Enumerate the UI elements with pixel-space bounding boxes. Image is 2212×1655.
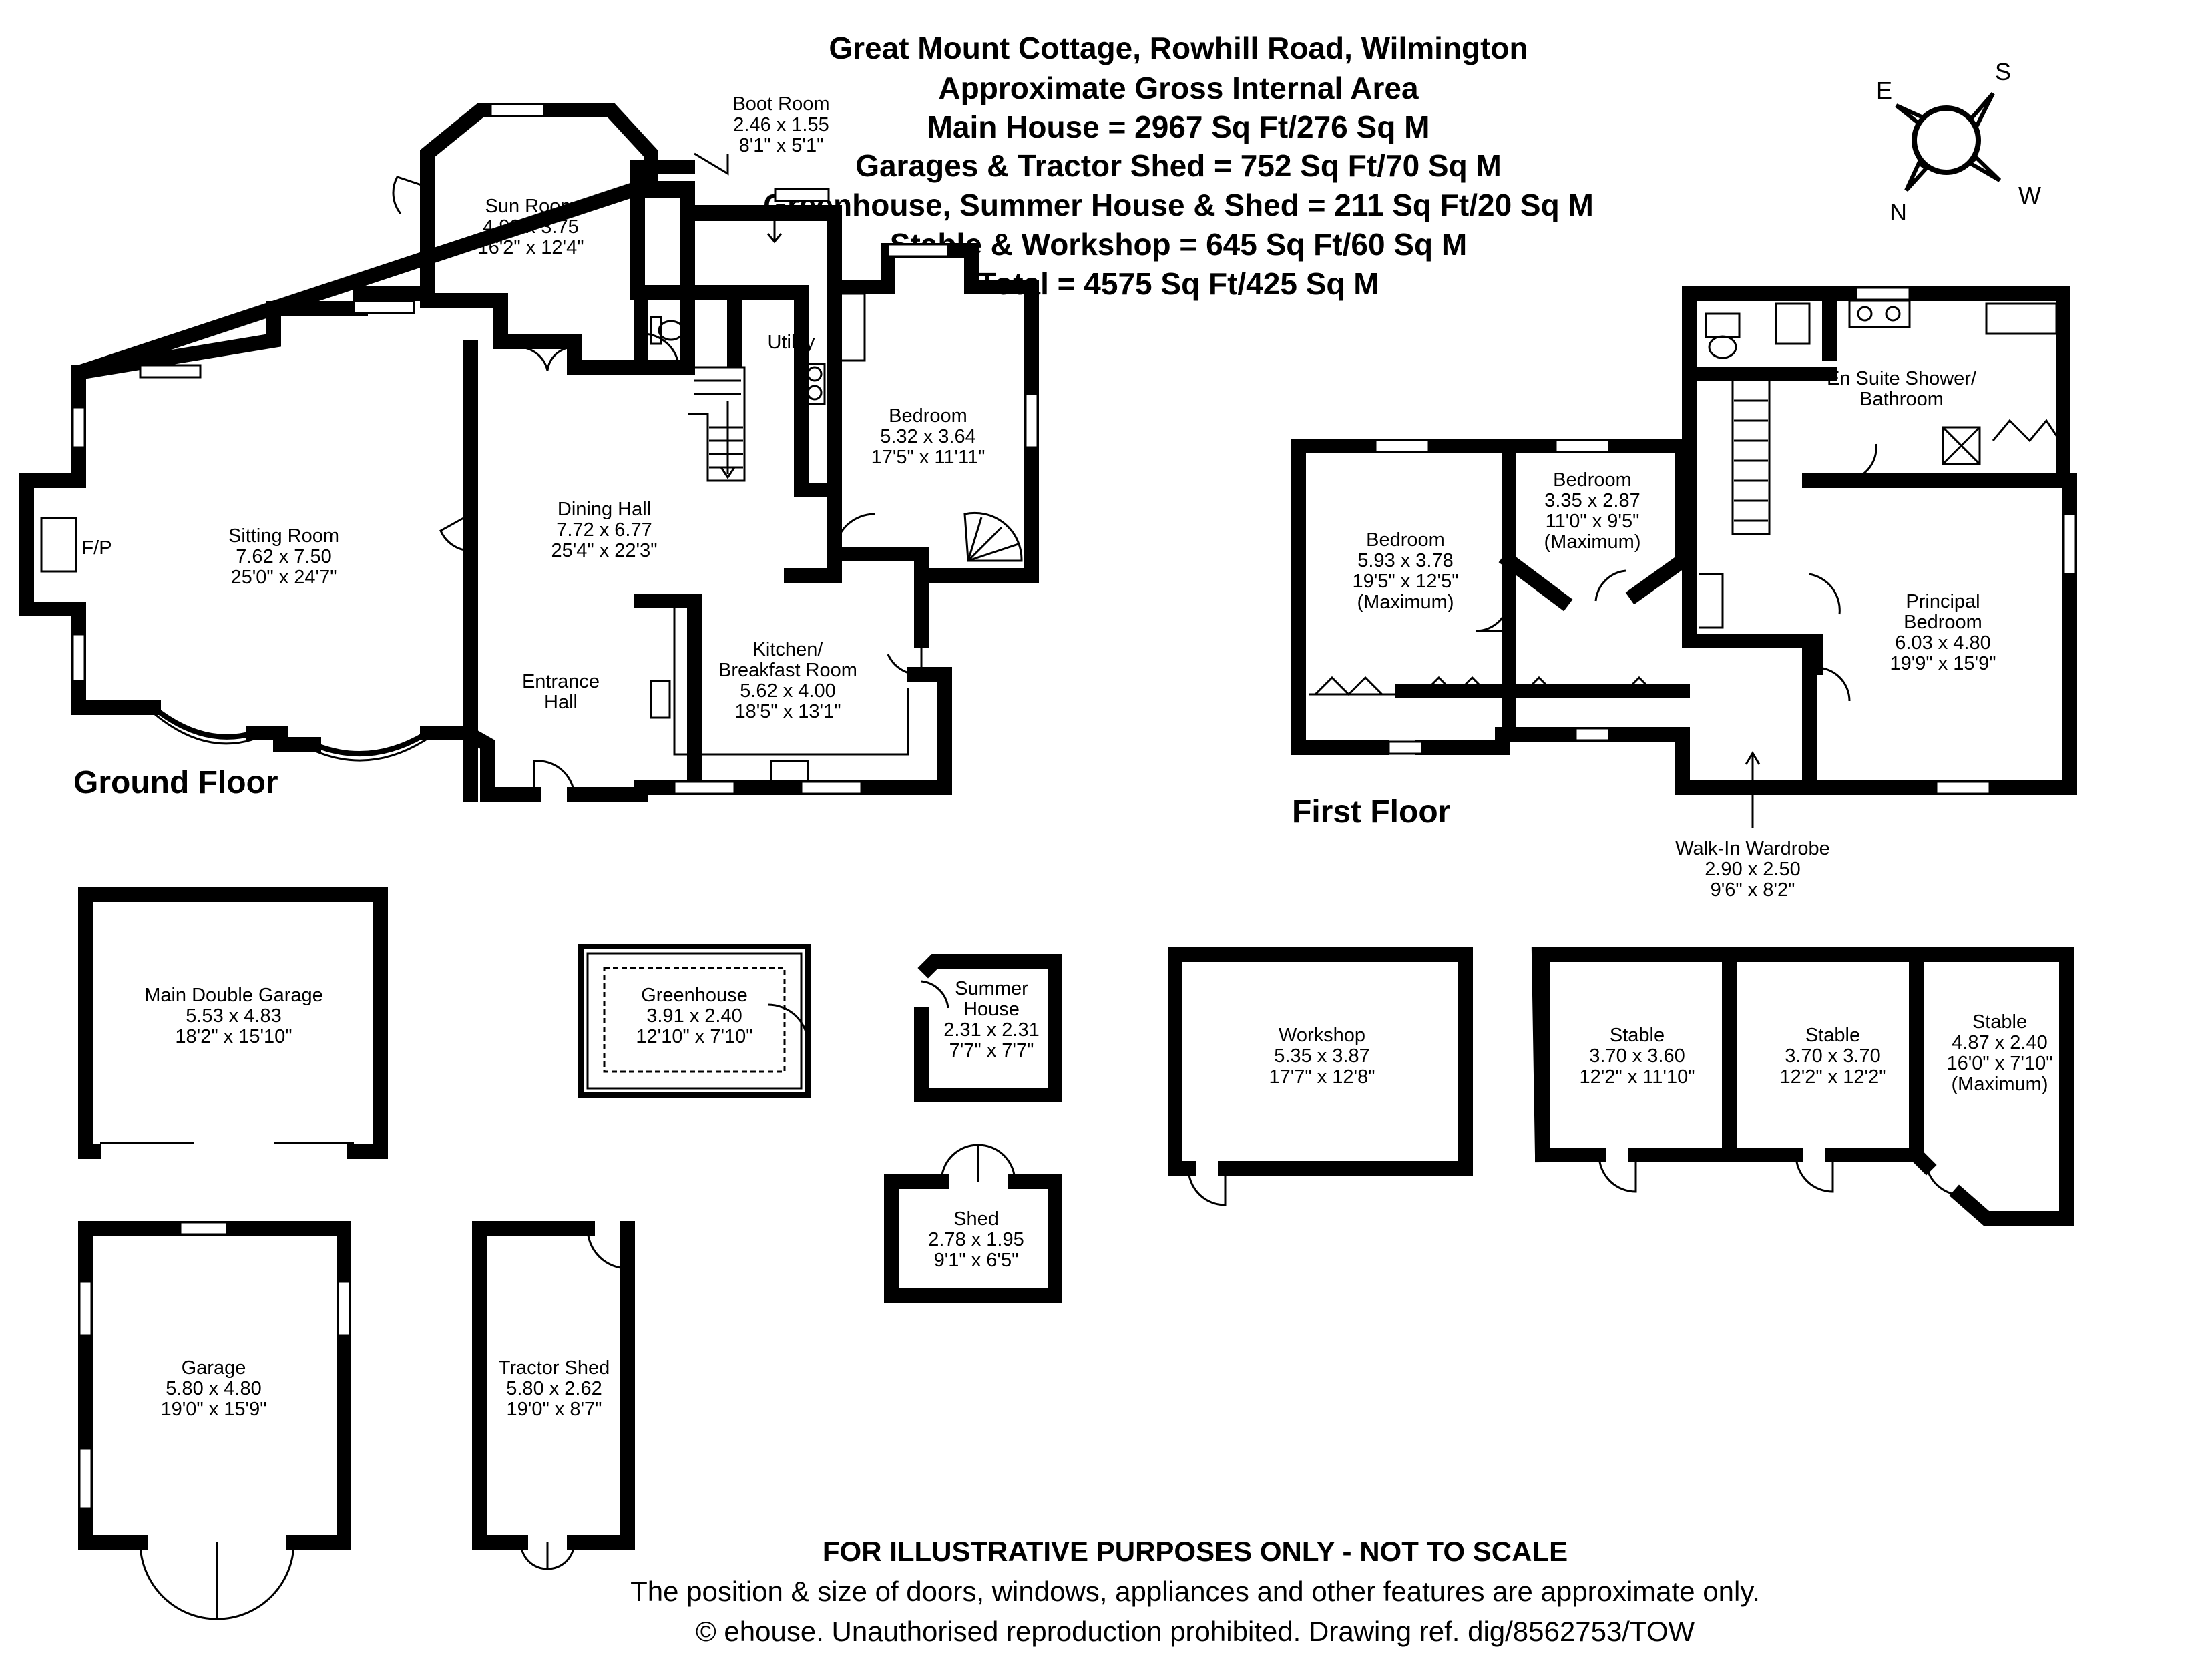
compass-north: N <box>1890 198 1907 226</box>
room-dim: (Maximum) <box>1952 1074 2048 1095</box>
ground-floor-labels: Boot Room 2.46 x 1.55 8'1" x 5'1" Sun Ro… <box>73 93 985 800</box>
room-dim: (Maximum) <box>1544 531 1641 553</box>
room-label: Greenhouse <box>641 985 748 1006</box>
compass-south: S <box>1995 58 2011 85</box>
first-floor-labels: En Suite Shower/ Bathroom Bedroom 3.35 x… <box>1292 368 1996 901</box>
room-dim: 5.53 x 4.83 <box>186 1005 282 1027</box>
disclaimer-title: FOR ILLUSTRATIVE PURPOSES ONLY - NOT TO … <box>823 1535 1568 1567</box>
room-dim: 18'5" x 13'1" <box>734 701 841 722</box>
compass-west: W <box>2018 182 2041 209</box>
room-dim: 5.32 x 3.64 <box>880 426 976 447</box>
disclaimer: FOR ILLUSTRATIVE PURPOSES ONLY - NOT TO … <box>630 1535 1760 1647</box>
room-dim: 7.72 x 6.77 <box>556 519 652 541</box>
room-dim: 5.80 x 2.62 <box>506 1378 602 1399</box>
header-line: Great Mount Cottage, Rowhill Road, Wilmi… <box>829 31 1528 65</box>
room-label: Bedroom <box>1366 529 1445 551</box>
floor-title-first: First Floor <box>1292 794 1450 830</box>
room-label: Boot Room <box>732 93 829 115</box>
copyright-text: © ehouse. Unauthorised reproduction proh… <box>696 1616 1695 1647</box>
room-dim: 7'7" x 7'7" <box>949 1040 1034 1061</box>
room-label: Sun Room <box>485 196 576 217</box>
room-label: Walk-In Wardrobe <box>1675 838 1830 859</box>
header-line: Greenhouse, Summer House & Shed = 211 Sq… <box>763 188 1594 222</box>
room-label: House <box>963 999 1020 1020</box>
area-header: Great Mount Cottage, Rowhill Road, Wilmi… <box>763 31 1594 301</box>
room-label: Bedroom <box>1904 612 1982 633</box>
room-label: Stable <box>1610 1025 1665 1046</box>
room-dim: 2.46 x 1.55 <box>733 114 829 136</box>
room-dim: 2.90 x 2.50 <box>1705 859 1801 880</box>
room-dim: 12'10" x 7'10" <box>636 1026 752 1047</box>
room-dim: 16'0" x 7'10" <box>1946 1053 2052 1074</box>
room-label: Principal <box>1906 591 1980 612</box>
room-dim: 19'5" x 12'5" <box>1352 571 1458 592</box>
room-dim: 19'0" x 15'9" <box>160 1399 266 1420</box>
header-line: Stable & Workshop = 645 Sq Ft/60 Sq M <box>890 227 1467 262</box>
header-line: Approximate Gross Internal Area <box>938 71 1419 105</box>
room-dim: 9'6" x 8'2" <box>1711 879 1795 901</box>
room-label: Hall <box>544 692 578 713</box>
room-dim: 12'2" x 12'2" <box>1779 1066 1886 1088</box>
room-dim: 18'2" x 15'10" <box>175 1026 292 1047</box>
room-label: En Suite Shower/ <box>1827 368 1977 389</box>
room-dim: 8'1" x 5'1" <box>739 135 824 156</box>
room-label: Bathroom <box>1859 389 1944 410</box>
room-dim: 16'2" x 12'4" <box>477 237 584 258</box>
room-dim: 17'7" x 12'8" <box>1269 1066 1375 1088</box>
room-dim: 5.93 x 3.78 <box>1357 550 1454 571</box>
room-label: Stable <box>1972 1011 2027 1033</box>
room-label: Shed <box>953 1208 999 1230</box>
room-dim: 11'0" x 9'5" <box>1546 511 1640 532</box>
outbuildings-plan <box>78 887 2074 1620</box>
room-dim: (Maximum) <box>1357 592 1454 613</box>
first-floor-plan <box>1291 286 2077 795</box>
room-dim: 2.78 x 1.95 <box>928 1229 1024 1250</box>
ground-floor-plan <box>19 103 1039 802</box>
header-line: Garages & Tractor Shed = 752 Sq Ft/70 Sq… <box>855 148 1502 183</box>
room-label: Sitting Room <box>228 525 339 547</box>
room-label: Workshop <box>1279 1025 1365 1046</box>
room-label: Dining Hall <box>558 499 651 520</box>
room-dim: 5.62 x 4.00 <box>740 680 836 702</box>
room-dim: 6.03 x 4.80 <box>1895 632 1991 654</box>
fireplace-label: F/P <box>81 537 112 559</box>
room-dim: 3.35 x 2.87 <box>1544 490 1640 511</box>
header-line: Total = 4575 Sq Ft/425 Sq M <box>977 266 1379 301</box>
room-label: Entrance <box>522 671 600 692</box>
disclaimer-text: The position & size of doors, windows, a… <box>630 1576 1760 1607</box>
room-label: Tractor Shed <box>499 1357 610 1379</box>
room-label: Bedroom <box>889 405 967 427</box>
compass-east: E <box>1876 77 1892 104</box>
room-label: Main Double Garage <box>144 985 323 1006</box>
room-dim: 4.87 x 2.40 <box>1952 1032 2048 1053</box>
room-dim: 7.62 x 7.50 <box>236 546 332 567</box>
compass-rose-icon: E S N W <box>1876 58 2041 226</box>
room-dim: 3.70 x 3.60 <box>1589 1045 1685 1067</box>
room-label: Kitchen/ <box>753 639 824 660</box>
room-dim: 3.91 x 2.40 <box>646 1005 742 1027</box>
room-dim: 3.70 x 3.70 <box>1785 1045 1881 1067</box>
room-dim: 5.35 x 3.87 <box>1274 1045 1370 1067</box>
room-dim: 2.31 x 2.31 <box>943 1019 1040 1041</box>
room-dim: 19'9" x 15'9" <box>1890 653 1996 674</box>
room-dim: 19'0" x 8'7" <box>507 1399 602 1420</box>
room-label: Breakfast Room <box>718 660 857 681</box>
room-label: Bedroom <box>1553 469 1632 491</box>
room-dim: 5.80 x 4.80 <box>166 1378 262 1399</box>
room-dim: 17'5" x 11'11" <box>871 447 985 468</box>
floor-title-ground: Ground Floor <box>73 765 278 800</box>
room-dim: 25'4" x 22'3" <box>551 540 657 561</box>
room-dim: 4.92 x 3.75 <box>483 216 579 238</box>
room-dim: 25'0" x 24'7" <box>230 567 337 588</box>
room-dim: 12'2" x 11'10" <box>1579 1066 1695 1088</box>
outbuilding-labels: Main Double Garage 5.53 x 4.83 18'2" x 1… <box>144 978 2052 1420</box>
room-label: Utility <box>768 332 815 353</box>
room-dim: 9'1" x 6'5" <box>934 1250 1019 1271</box>
room-label: Summer <box>955 978 1028 999</box>
room-label: Garage <box>182 1357 246 1379</box>
room-label: Stable <box>1805 1025 1860 1046</box>
header-line: Main House = 2967 Sq Ft/276 Sq M <box>927 109 1430 144</box>
